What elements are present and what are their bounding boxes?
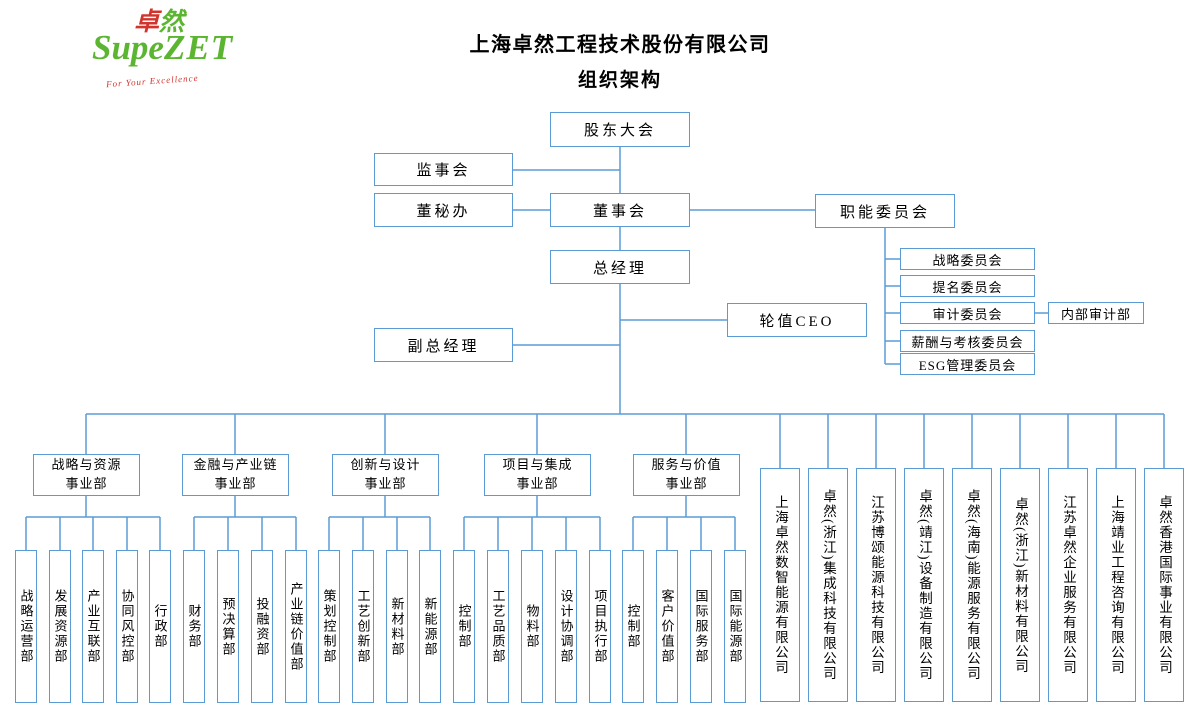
dept-box-investment-financing: 投融资部: [251, 550, 273, 703]
box-rotating-ceo: 轮值CEO: [727, 303, 867, 337]
dept-box-strategy-operations: 战略运营部: [15, 550, 37, 703]
division-name-line2: 事业部: [364, 476, 407, 491]
logo-chinese-text: 卓然: [134, 10, 184, 35]
box-audit-committee: 审计委员会: [900, 302, 1035, 324]
box-esg-committee: ESG管理委员会: [900, 353, 1035, 375]
company-logo: 卓然 SupeZET For Your Excellence: [92, 10, 272, 94]
division-name-line2: 事业部: [516, 476, 559, 491]
dept-box-international-service: 国际服务部: [690, 550, 712, 703]
dept-box-control: 控制部: [453, 550, 475, 703]
division-name-line2: 事业部: [65, 476, 108, 491]
box-internal-audit-dept: 内部审计部: [1048, 302, 1144, 324]
subsidiary-box-jingjiang-equipment: 卓然(靖江)设备制造有限公司: [904, 468, 944, 702]
box-division-finance-industry-chain: 金融与产业链 事业部: [182, 454, 289, 496]
dept-box-budget: 预决算部: [217, 550, 239, 703]
box-strategy-committee: 战略委员会: [900, 248, 1035, 270]
dept-box-process-quality: 工艺品质部: [487, 550, 509, 703]
page-title: 上海卓然工程技术股份有限公司 组织架构: [40, 28, 1200, 92]
dept-box-materials: 物料部: [521, 550, 543, 703]
box-division-project-integration: 项目与集成 事业部: [484, 454, 591, 496]
box-division-innovation-design: 创新与设计 事业部: [332, 454, 439, 496]
dept-box-customer-value: 客户价值部: [656, 550, 678, 703]
division-name-line2: 事业部: [665, 476, 708, 491]
division-name-line1: 创新与设计: [350, 457, 421, 473]
box-supervisory-board: 监事会: [374, 153, 513, 186]
dept-box-planning-control: 策划控制部: [318, 550, 340, 703]
subsidiary-box-jingye-consulting: 上海靖业工程咨询有限公司: [1096, 468, 1136, 702]
division-name-line1: 项目与集成: [502, 457, 573, 473]
box-division-strategy-resources: 战略与资源 事业部: [33, 454, 140, 496]
logo-chinese-char1: 卓: [134, 9, 160, 36]
dept-box-finance: 财务部: [183, 550, 205, 703]
logo-brand-bold: ZET: [163, 28, 234, 67]
box-board-secretary-office: 董秘办: [374, 193, 513, 227]
box-shareholders-meeting: 股东大会: [550, 112, 690, 147]
box-division-service-value: 服务与价值 事业部: [633, 454, 740, 496]
logo-brand-script: Supe: [92, 28, 164, 67]
dept-box-industry-chain-value: 产业链价值部: [285, 550, 307, 703]
dept-box-administration: 行政部: [149, 550, 171, 703]
division-name-line1: 金融与产业链: [193, 457, 278, 473]
subsidiary-box-hainan-energy: 卓然(海南)能源服务有限公司: [952, 468, 992, 702]
subsidiary-box-zhejiang-new-materials: 卓然(浙江)新材料有限公司: [1000, 468, 1040, 702]
subsidiary-box-zhejiang-integration: 卓然(浙江)集成科技有限公司: [808, 468, 848, 702]
company-name-title: 上海卓然工程技术股份有限公司: [469, 34, 771, 56]
dept-box-international-energy: 国际能源部: [724, 550, 746, 703]
box-nomination-committee: 提名委员会: [900, 275, 1035, 297]
box-general-manager: 总经理: [550, 250, 690, 284]
dept-box-control-service: 控制部: [622, 550, 644, 703]
subsidiary-box-shuzhi-energy: 上海卓然数智能源有限公司: [760, 468, 800, 702]
dept-box-project-execution: 项目执行部: [589, 550, 611, 703]
dept-box-collaborative-risk-control: 协同风控部: [116, 550, 138, 703]
dept-box-new-energy: 新能源部: [419, 550, 441, 703]
subsidiary-box-jiangsu-enterprise-service: 江苏卓然企业服务有限公司: [1048, 468, 1088, 702]
box-compensation-committee: 薪酬与考核委员会: [900, 330, 1035, 352]
dept-box-industry-interconnection: 产业互联部: [82, 550, 104, 703]
dept-box-process-innovation: 工艺创新部: [352, 550, 374, 703]
dept-box-design-coordination: 设计协调部: [555, 550, 577, 703]
subsidiary-box-hongkong-international: 卓然香港国际事业有限公司: [1144, 468, 1184, 702]
dept-box-new-materials: 新材料部: [386, 550, 408, 703]
division-name-line1: 战略与资源: [51, 457, 122, 473]
box-board-of-directors: 董事会: [550, 193, 690, 227]
org-structure-subtitle: 组织架构: [577, 70, 662, 91]
dept-box-development-resources: 发展资源部: [49, 550, 71, 703]
subsidiary-box-jiangsu-bosong: 江苏博颂能源科技有限公司: [856, 468, 896, 702]
box-functional-committees: 职能委员会: [815, 194, 955, 228]
logo-brand-text: SupeZET: [92, 30, 233, 65]
division-name-line2: 事业部: [214, 476, 257, 491]
box-deputy-general-manager: 副总经理: [374, 328, 513, 362]
division-name-line1: 服务与价值: [651, 457, 722, 473]
logo-chinese-char2: 然: [159, 9, 185, 36]
